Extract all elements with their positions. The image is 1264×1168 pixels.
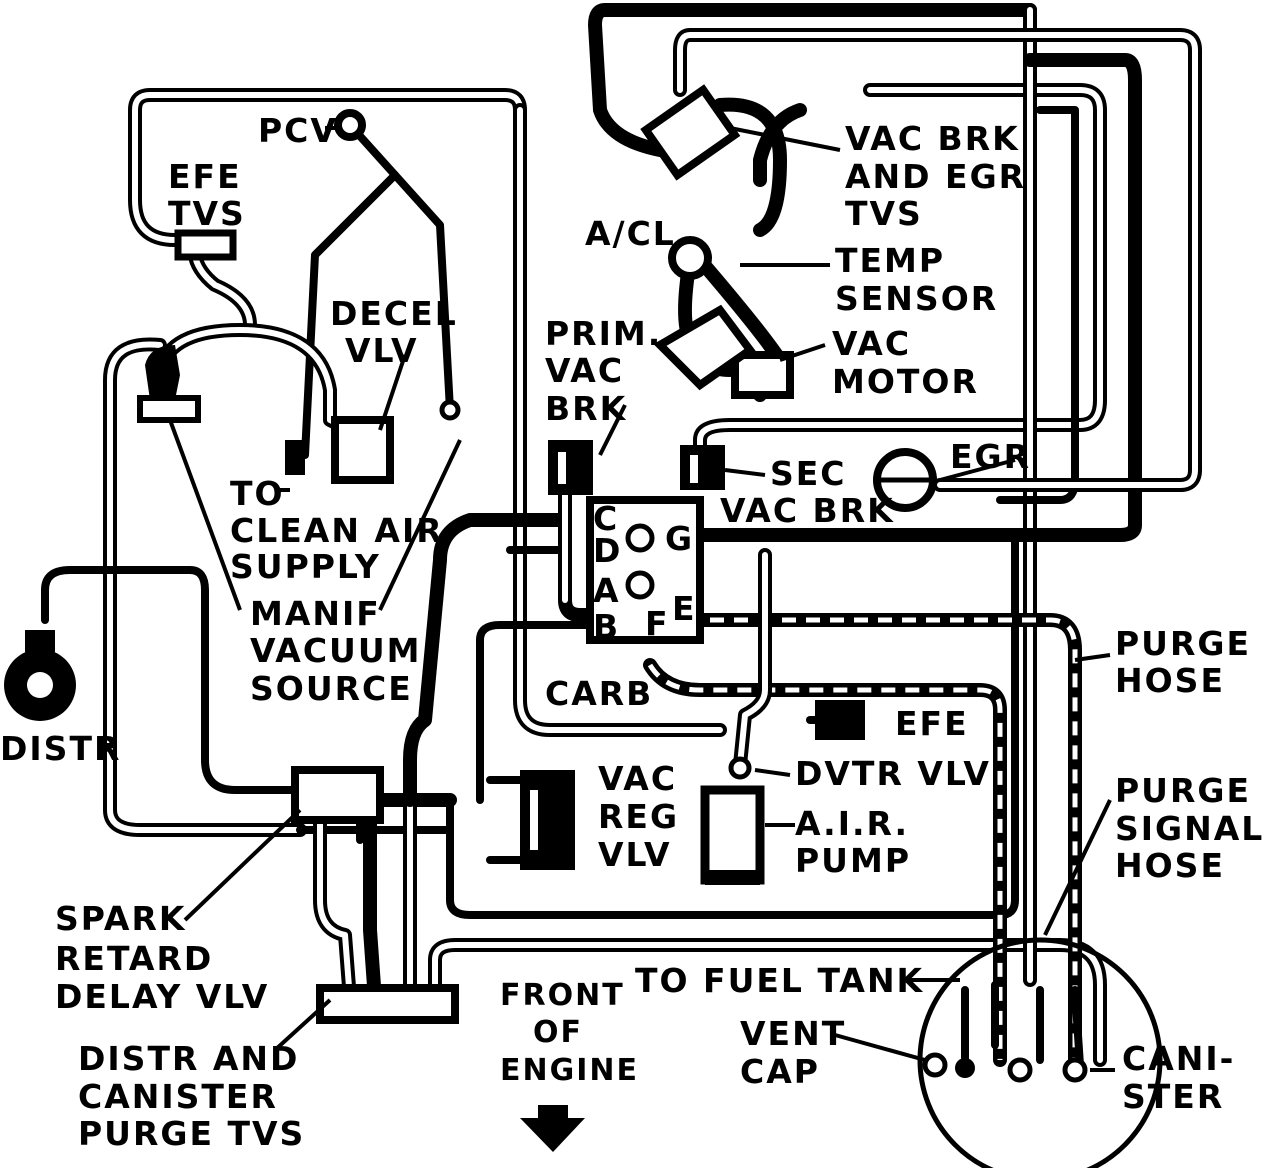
spark-retard-label-2: RETARD: [55, 939, 213, 978]
purge-signal-label-2: SIGNAL: [1115, 809, 1264, 848]
purge-tvs: [316, 984, 459, 1024]
efe-connector: [815, 700, 865, 740]
carb-port-f-label: F: [645, 604, 670, 643]
efe-tvs-fitting: [174, 229, 237, 261]
vent-cap: [922, 1052, 948, 1078]
vac-reg-vlv-label-2: REG: [598, 797, 679, 836]
carb-port-b-label: B: [593, 607, 620, 646]
manif-vacuum-label-3: SOURCE: [250, 669, 413, 708]
vac-brk-egr-label-3: TVS: [845, 194, 923, 233]
sec-vac-brk-label-2: VAC BRK: [720, 491, 895, 530]
vac-reg-vlv-label-3: VLV: [598, 835, 672, 874]
dvtr-valve: [728, 756, 752, 780]
front-label-3: ENGINE: [500, 1053, 639, 1088]
spark-retard-label-1: SPARK: [55, 899, 186, 938]
front-label-2: OF: [533, 1015, 583, 1050]
prim-vac-brk-label-2: VAC: [545, 351, 624, 390]
spark-retard-label-3: DELAY VLV: [55, 977, 269, 1016]
carb-port-g-label: G: [665, 519, 694, 558]
labels: PCV EFE TVS DECEL VLV TO CLEAN AIR SUPPL…: [0, 111, 1264, 1153]
temp-sensor-label-1: TEMP: [835, 241, 945, 280]
carb-port-a-label: A: [593, 571, 621, 610]
pcv-label: PCV: [258, 111, 338, 150]
prim-vac-brake: [548, 440, 593, 495]
to-clean-air-label-3: SUPPLY: [230, 547, 381, 586]
front-arrow-icon: [520, 1118, 585, 1152]
pcv-valve: [334, 109, 366, 141]
manif-vacuum-label-2: VACUUM: [250, 631, 422, 670]
vac-reg-valve: [520, 770, 575, 870]
carb-port-e-label: E: [672, 589, 697, 628]
a-cl-label: A/CL: [585, 214, 676, 253]
sec-vac-brake: [680, 445, 725, 490]
egr-label: EGR: [950, 437, 1031, 476]
leader-lines: [105, 126, 1115, 1072]
to-clean-air-label-2: CLEAN AIR: [230, 511, 444, 550]
purge-hose-label-2: HOSE: [1115, 661, 1225, 700]
purge-signal-label-1: PURGE: [1115, 771, 1251, 810]
vac-motor-label-1: VAC: [832, 324, 911, 363]
distributor: [4, 630, 76, 721]
efe-tvs-label-1: EFE: [168, 157, 242, 196]
purge-signal-label-3: HOSE: [1115, 846, 1225, 885]
distr-canister-label-1: DISTR AND: [78, 1039, 299, 1078]
front-label-1: FRONT: [500, 978, 625, 1013]
manifold-fitting: [145, 345, 180, 400]
air-pump-label-1: A.I.R.: [795, 804, 909, 843]
carb-port-g: [625, 523, 655, 553]
components: [4, 84, 1163, 1168]
hose-network: [41, 3, 1202, 1069]
to-clean-air-label-1: TO: [230, 474, 285, 513]
carburetor: [586, 496, 704, 644]
carb-port-d-label: D: [593, 531, 622, 570]
efe-label: EFE: [895, 704, 969, 743]
vac-motor-label-2: MOTOR: [832, 362, 979, 401]
vac-brk-egr-label-1: VAC BRK: [845, 119, 1020, 158]
air-cleaner-fitting: [668, 236, 712, 280]
air-pump: [700, 785, 765, 885]
sec-vac-brk-label-1: SEC: [770, 454, 847, 493]
distr-canister-label-3: PURGE TVS: [78, 1114, 305, 1153]
air-pump-label-2: PUMP: [795, 841, 911, 880]
canister-label-1: CANI-: [1122, 1039, 1235, 1078]
carb-port-f: [625, 570, 655, 600]
spark-retard-junction: [291, 766, 384, 824]
vent-cap-label-1: VENT: [740, 1014, 846, 1053]
canister-label-2: STER: [1122, 1077, 1224, 1116]
dvtr-vlv-label: DVTR VLV: [795, 754, 991, 793]
decel-vlv-label-2: VLV: [345, 331, 419, 370]
carb-label: CARB: [545, 674, 653, 713]
manif-vacuum-label-1: MANIF: [250, 594, 381, 633]
vent-cap-label-2: CAP: [740, 1052, 820, 1091]
efe-tvs-label-2: TVS: [168, 194, 246, 233]
vac-brake-egr-tvs: [640, 84, 741, 181]
vac-reg-vlv-label-1: VAC: [598, 759, 677, 798]
purge-hose-label-1: PURGE: [1115, 624, 1251, 663]
temp-sensor-label-2: SENSOR: [835, 279, 998, 318]
prim-vac-brk-label-3: BRK: [545, 389, 627, 428]
distr-label: DISTR: [0, 729, 121, 768]
distr-canister-label-2: CANISTER: [78, 1077, 278, 1116]
vac-brk-egr-label-2: AND EGR: [845, 157, 1026, 196]
carb-port-c-label: C: [593, 499, 619, 538]
to-fuel-tank-label: TO FUEL TANK: [635, 961, 924, 1000]
decel-vlv-label-1: DECEL: [330, 294, 458, 333]
prim-vac-brk-label-1: PRIM.: [545, 314, 662, 353]
